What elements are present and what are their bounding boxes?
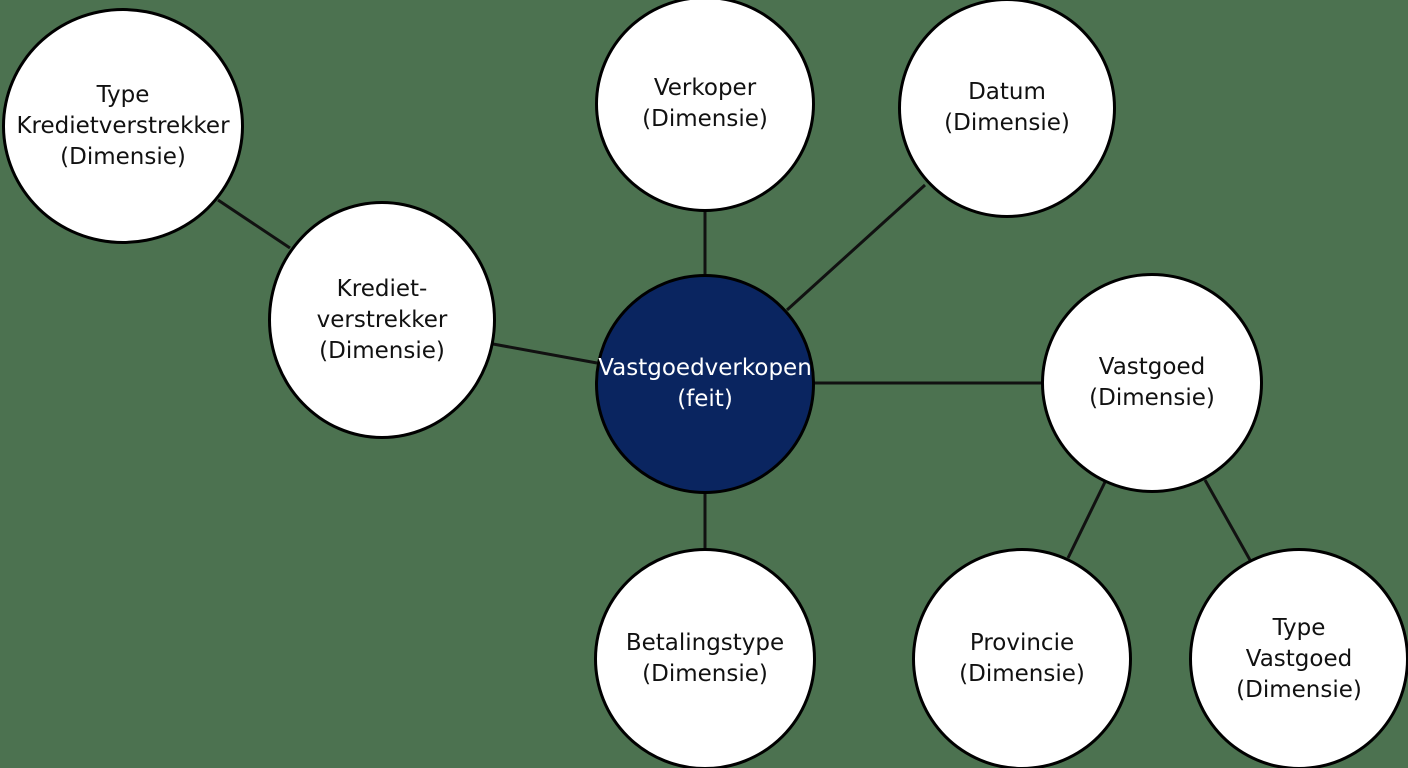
node-label-line: (Dimensie) — [60, 143, 186, 170]
node-label-line: Provincie — [969, 630, 1075, 656]
edge-vastgoed-type-vastgoed — [1203, 479, 1252, 561]
node-label-line: Type — [1272, 614, 1326, 641]
node-label-line: Vastgoed — [1245, 645, 1353, 672]
node-datum: Datum (Dimensie) — [898, 0, 1116, 218]
node-vastgoedverkopen-fact: Vastgoedverkopen (feit) — [595, 274, 815, 494]
node-label-line: (feit) — [677, 386, 733, 412]
node-type-vastgoed: Type Vastgoed (Dimensie) — [1189, 548, 1408, 768]
node-label-line: (Dimensie) — [642, 661, 768, 687]
node-label-line: Kredietverstrekker — [16, 112, 230, 139]
node-label-line: Type — [96, 81, 150, 108]
node-verkoper: Verkoper (Dimensie) — [595, 0, 815, 212]
node-label-line: Krediet- — [336, 275, 428, 302]
node-provincie: Provincie (Dimensie) — [912, 548, 1132, 768]
node-label-line: (Dimensie) — [944, 110, 1070, 136]
node-label-line: (Dimensie) — [959, 661, 1085, 687]
node-label-line: Verkoper — [653, 75, 757, 101]
edge-kredietverstrekker-fact — [492, 342, 598, 365]
node-type-kredietverstrekker: Type Kredietverstrekker (Dimensie) — [2, 8, 244, 244]
node-label-line: verstrekker — [316, 306, 448, 333]
node-label-line: Betalingstype — [625, 630, 785, 656]
node-label-line: Vastgoedverkopen — [598, 355, 812, 381]
node-vastgoed: Vastgoed (Dimensie) — [1041, 273, 1263, 493]
edge-type-kredietverstrekker-kredietverstrekker — [217, 198, 291, 250]
node-kredietverstrekker: Krediet- verstrekker (Dimensie) — [268, 201, 496, 439]
node-label-line: (Dimensie) — [319, 337, 445, 364]
node-label-line: Vastgoed — [1098, 354, 1206, 380]
node-label-line: (Dimensie) — [1089, 385, 1215, 411]
node-label-line: (Dimensie) — [1236, 676, 1362, 703]
node-label-line: Datum — [968, 79, 1046, 105]
node-label-line: (Dimensie) — [642, 106, 768, 132]
node-betalingstype: Betalingstype (Dimensie) — [594, 548, 816, 768]
edge-vastgoed-provincie — [1066, 481, 1107, 559]
edge-datum-fact — [785, 183, 927, 312]
